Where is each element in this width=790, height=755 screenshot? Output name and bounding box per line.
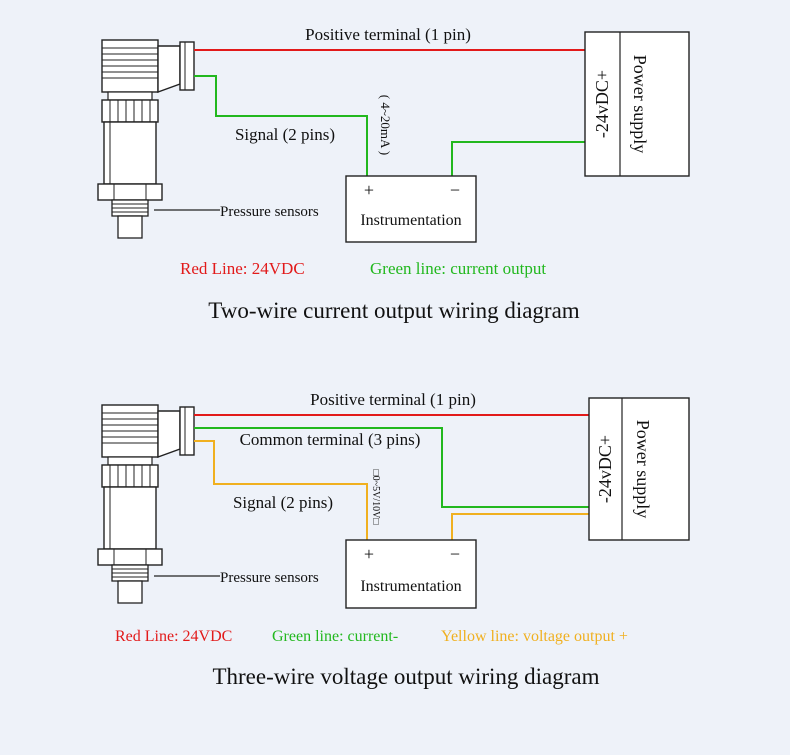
voltage-range-label: □0~5V/10V□ (370, 470, 381, 525)
diagram2-title: Three-wire voltage output wiring diagram (212, 664, 599, 689)
instrument-plus: + (364, 180, 374, 200)
legend-red-2: Red Line: 24VDC (115, 628, 232, 645)
instrument-label: Instrumentation (360, 212, 461, 229)
instrumentation-box-2 (345, 539, 477, 609)
current-range-label: ( 4~20mA ) (378, 95, 393, 155)
diagram1-title: Two-wire current output wiring diagram (208, 298, 580, 323)
instrument-minus: − (450, 180, 460, 200)
power-supply-label: Power supply (630, 55, 650, 154)
diagram2: + − Instrumentation -24vDC+ Power supply… (97, 390, 690, 689)
signal-label: Signal (2 pins) (235, 125, 335, 144)
positive-terminal-label: Positive terminal (1 pin) (305, 25, 471, 44)
signal-wire-yellow (194, 440, 368, 540)
power-supply-voltage-2: -24vDC+ (595, 435, 615, 503)
legend-yellow: Yellow line: voltage output + (441, 628, 628, 645)
legend-green: Green line: current output (370, 259, 546, 278)
instrument-label-2: Instrumentation (360, 578, 461, 595)
instrument-plus-2: + (364, 544, 374, 564)
legend-green-2: Green line: current- (272, 628, 398, 645)
power-supply-box-2 (588, 397, 690, 541)
pressure-sensor-label: Pressure sensors (220, 204, 319, 220)
return-wire-green (451, 141, 587, 176)
positive-terminal-label-2: Positive terminal (1 pin) (310, 390, 476, 409)
power-supply-box (584, 31, 690, 177)
signal-wire-green (194, 75, 368, 176)
signal-label-2: Signal (2 pins) (233, 493, 333, 512)
output-wire-yellow (451, 513, 589, 540)
instrumentation-box (345, 175, 477, 243)
common-terminal-label: Common terminal (3 pins) (240, 430, 421, 449)
pressure-sensor-graphic-2 (97, 404, 195, 604)
legend-red: Red Line: 24VDC (180, 259, 305, 278)
power-supply-label-2: Power supply (633, 420, 653, 519)
pressure-sensor-label-2: Pressure sensors (220, 570, 319, 586)
power-supply-voltage: -24vDC+ (592, 70, 612, 138)
instrument-minus-2: − (450, 544, 460, 564)
diagram1: + − Instrumentation -24vDC+ Power supply… (97, 25, 690, 323)
pressure-sensor-graphic (97, 39, 195, 239)
common-wire-green (194, 427, 589, 508)
